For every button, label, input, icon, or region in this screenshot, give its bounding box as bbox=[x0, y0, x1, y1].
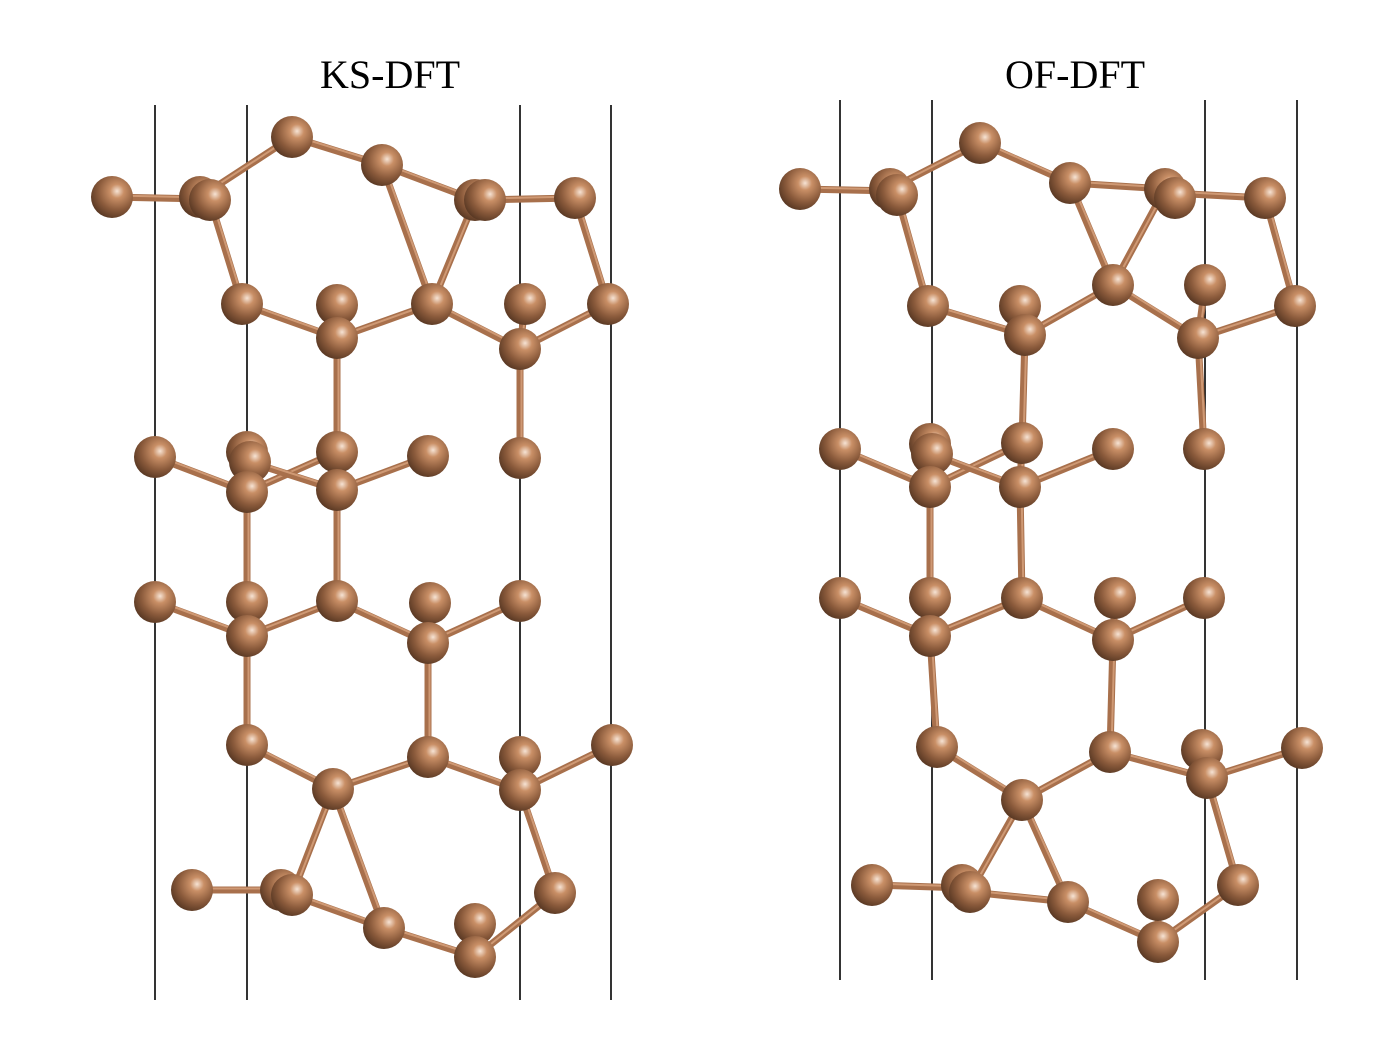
atom bbox=[226, 581, 268, 623]
atom bbox=[499, 580, 541, 622]
atom bbox=[1244, 177, 1286, 219]
atom bbox=[134, 436, 176, 478]
atom bbox=[851, 864, 893, 906]
atom bbox=[591, 724, 633, 766]
atom bbox=[911, 433, 953, 475]
atom bbox=[499, 736, 541, 778]
atom bbox=[909, 577, 951, 619]
atom bbox=[91, 176, 133, 218]
atom bbox=[271, 874, 313, 916]
atom bbox=[916, 726, 958, 768]
bond-group bbox=[108, 133, 616, 961]
atom bbox=[409, 582, 451, 624]
bond-highlight bbox=[333, 786, 387, 928]
atom bbox=[1137, 921, 1179, 963]
atom bbox=[587, 283, 629, 325]
bond bbox=[378, 161, 436, 308]
atom bbox=[134, 581, 176, 623]
atom bbox=[312, 768, 354, 810]
atom bbox=[1092, 428, 1134, 470]
atom bbox=[504, 283, 546, 325]
atom bbox=[1217, 864, 1259, 906]
atom bbox=[454, 903, 496, 945]
atom bbox=[407, 622, 449, 664]
atom bbox=[1004, 314, 1046, 356]
atom bbox=[411, 283, 453, 325]
atom bbox=[316, 317, 358, 359]
atom bbox=[1137, 879, 1179, 921]
atom bbox=[221, 283, 263, 325]
atom bbox=[1184, 264, 1226, 306]
atom bbox=[1186, 757, 1228, 799]
atom bbox=[1281, 727, 1323, 769]
atom-group bbox=[779, 122, 1323, 963]
atom bbox=[819, 577, 861, 619]
atom bbox=[226, 471, 268, 513]
atom bbox=[407, 435, 449, 477]
panel-of-dft: OF-DFT bbox=[779, 52, 1323, 980]
atom bbox=[316, 580, 358, 622]
atom bbox=[407, 736, 449, 778]
atom bbox=[171, 869, 213, 911]
atom bbox=[1274, 285, 1316, 327]
atom bbox=[1089, 731, 1131, 773]
bond-highlight bbox=[382, 162, 435, 304]
panel-title-of: OF-DFT bbox=[1005, 52, 1145, 97]
atom bbox=[909, 615, 951, 657]
atom bbox=[819, 428, 861, 470]
atom bbox=[226, 615, 268, 657]
atom-group bbox=[91, 116, 633, 978]
atom bbox=[316, 469, 358, 511]
atom bbox=[1049, 162, 1091, 204]
bond-group bbox=[796, 139, 1306, 946]
atom bbox=[316, 431, 358, 473]
atom bbox=[554, 177, 596, 219]
atom bbox=[189, 179, 231, 221]
atom bbox=[1177, 317, 1219, 359]
unit-cell-boundaries bbox=[154, 105, 612, 1000]
atom bbox=[1154, 177, 1196, 219]
atom bbox=[907, 285, 949, 327]
atom bbox=[959, 122, 1001, 164]
atom bbox=[909, 466, 951, 508]
atom bbox=[1092, 619, 1134, 661]
atom bbox=[1183, 428, 1225, 470]
bond bbox=[329, 785, 388, 932]
atom bbox=[499, 437, 541, 479]
atom bbox=[1047, 881, 1089, 923]
atom bbox=[1001, 779, 1043, 821]
atom bbox=[779, 168, 821, 210]
panel-title-ks: KS-DFT bbox=[320, 52, 460, 97]
atom bbox=[1092, 264, 1134, 306]
panel-ks-dft: KS-DFT bbox=[91, 52, 633, 1000]
atom bbox=[316, 284, 358, 326]
atom bbox=[361, 144, 403, 186]
atom bbox=[271, 116, 313, 158]
atom bbox=[1001, 422, 1043, 464]
atom bbox=[464, 179, 506, 221]
atom bbox=[499, 328, 541, 370]
atom bbox=[1001, 577, 1043, 619]
atom bbox=[363, 907, 405, 949]
atom bbox=[499, 769, 541, 811]
atom bbox=[226, 724, 268, 766]
atom bbox=[534, 872, 576, 914]
atom bbox=[1183, 577, 1225, 619]
atom bbox=[1094, 577, 1136, 619]
atom bbox=[876, 174, 918, 216]
atom bbox=[454, 936, 496, 978]
atom bbox=[999, 466, 1041, 508]
atom bbox=[949, 871, 991, 913]
